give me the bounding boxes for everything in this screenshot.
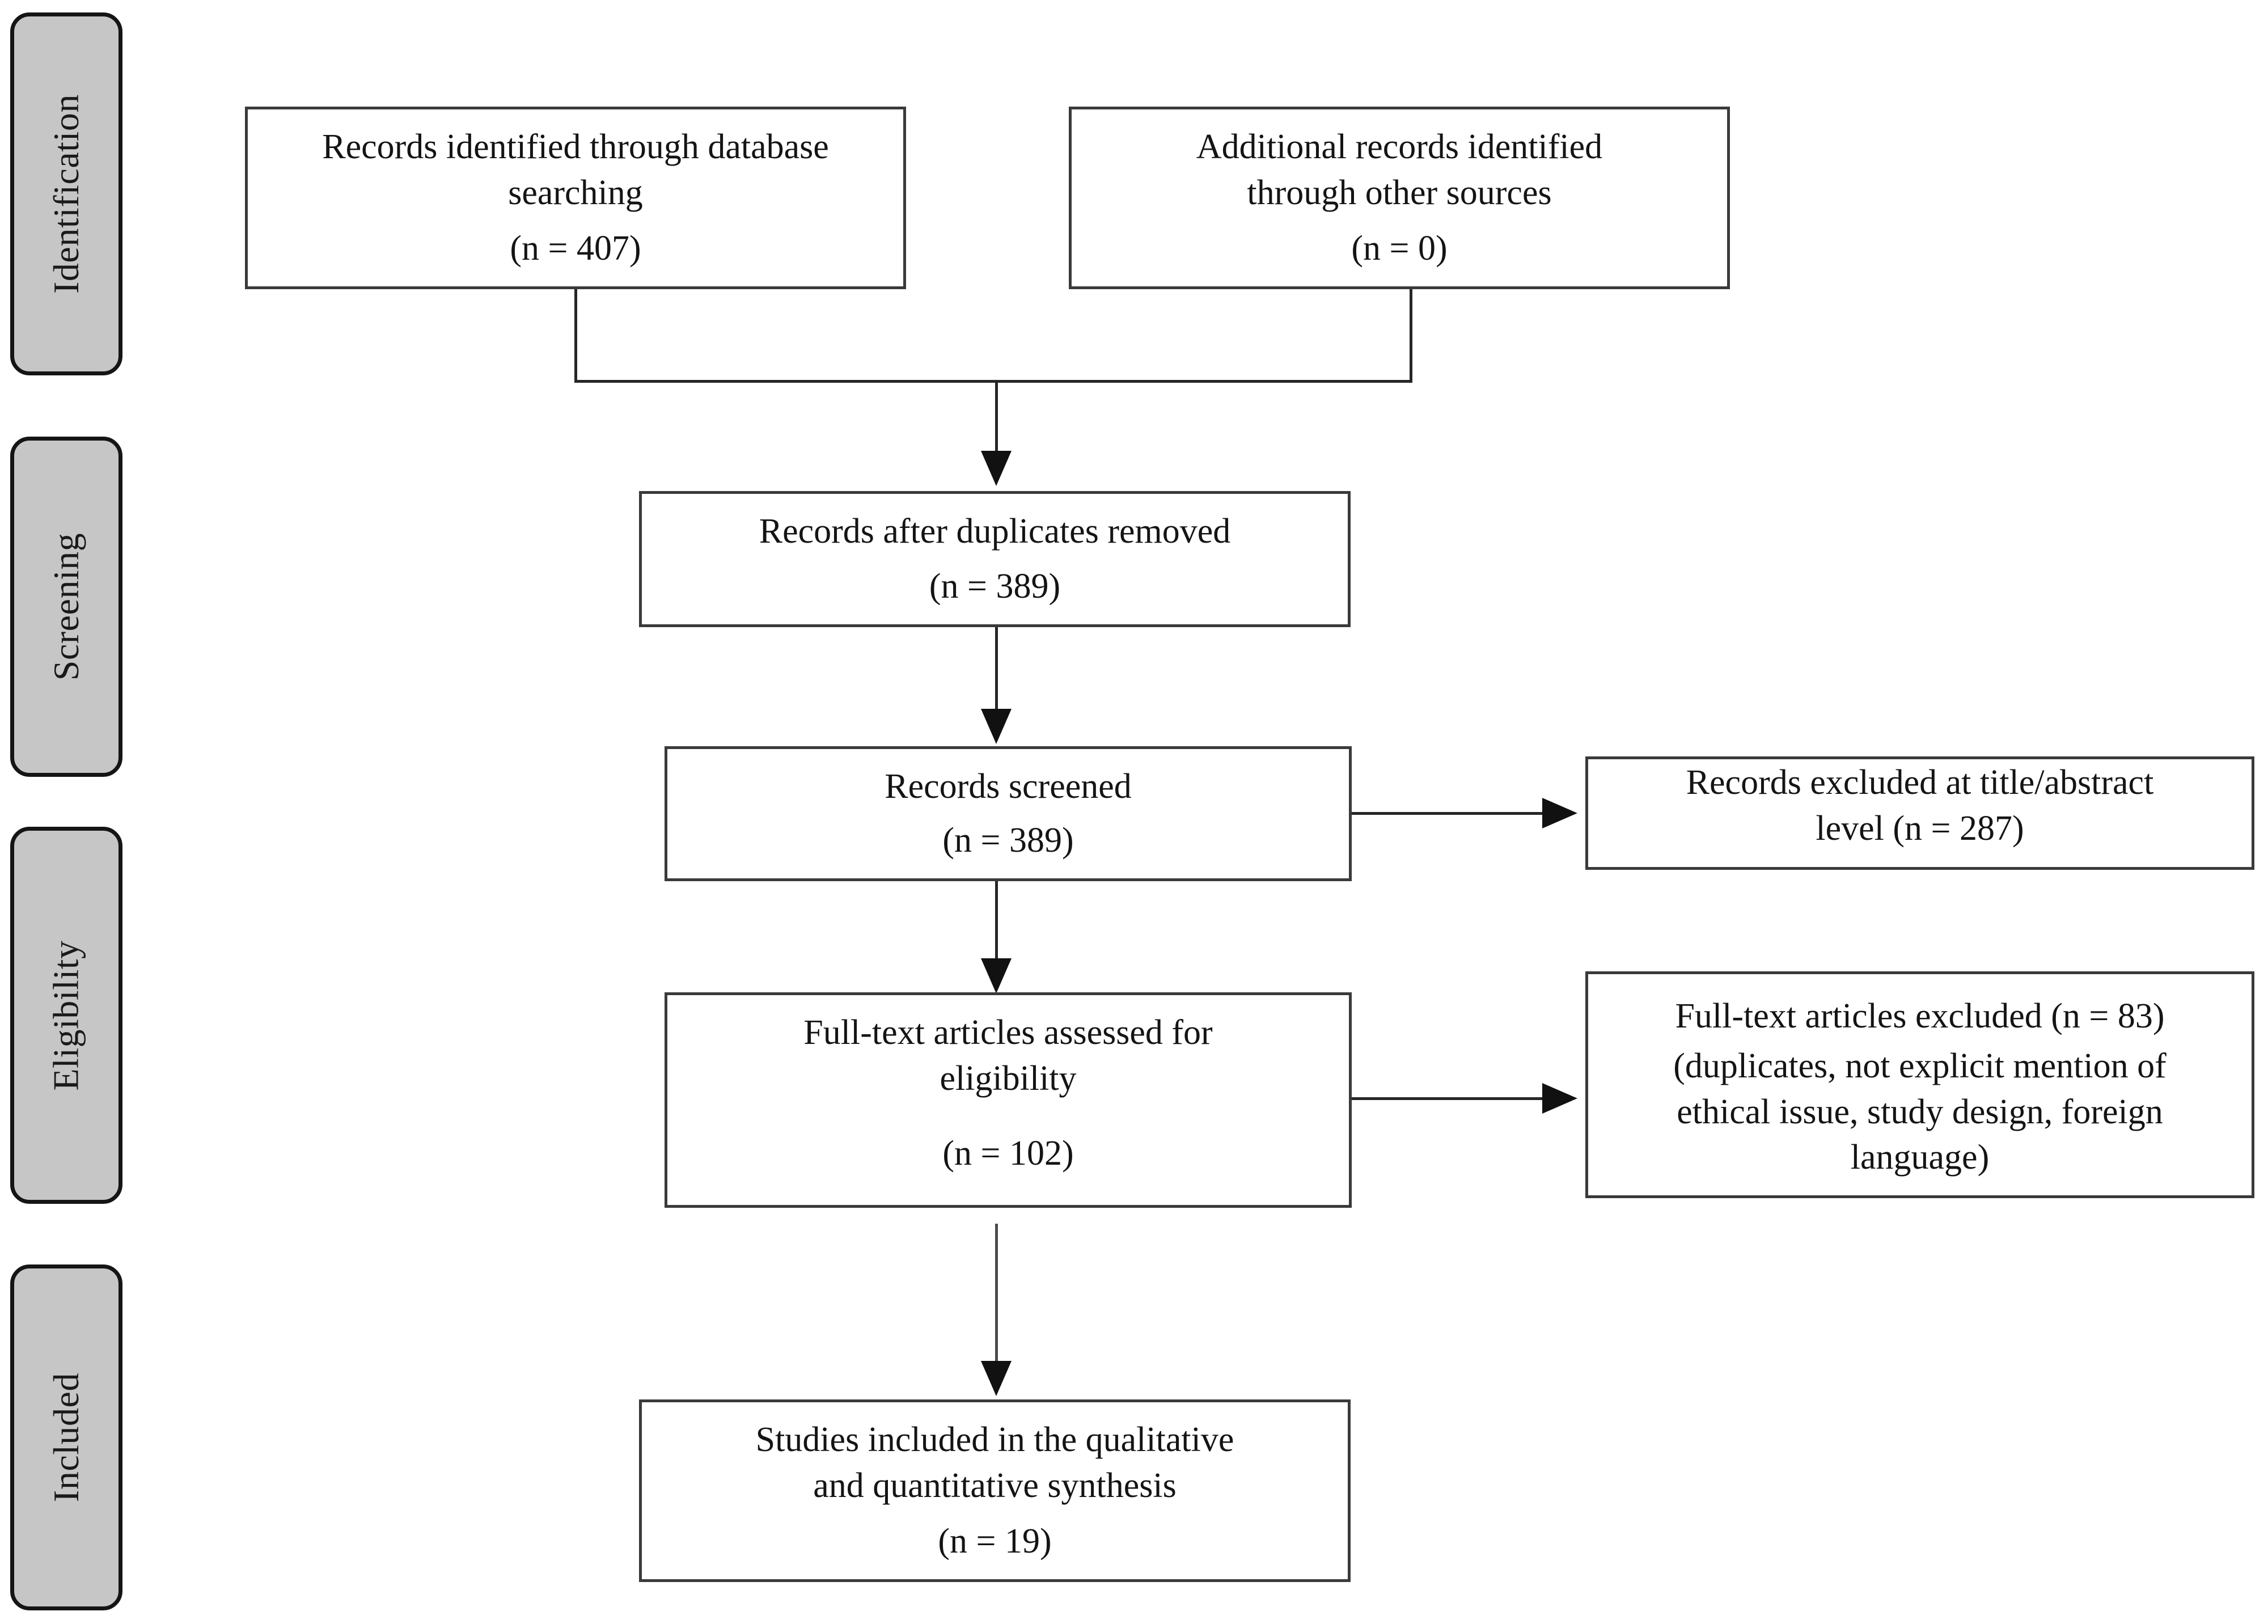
records-screened-line-1: Records screened [885,767,1132,806]
studies-included-line-2: and quantitative synthesis [813,1466,1177,1505]
connector-other-sources-down [1410,289,1412,382]
stage-label-included-text: Included [46,1373,86,1502]
box-records-excluded-title-abstract: Records excluded at title/abstract level… [1585,756,2254,870]
box-studies-included: Studies included in the qualitative and … [639,1399,1351,1582]
connector-screened-to-excluded [1352,812,1545,815]
records-excluded-line-2: level (n = 287) [1816,809,2024,848]
duplicates-removed-line-1: Records after duplicates removed [759,512,1231,551]
stage-label-included: Included [10,1264,122,1610]
fulltext-assessed-line-1: Full-text articles assessed for [803,1013,1213,1052]
fulltext-excluded-line-4: language) [1850,1138,1990,1177]
records-excluded-line-1: Records excluded at title/abstract [1686,763,2154,802]
database-search-line-1: Records identified through database [322,128,829,166]
fulltext-excluded-line-3: ethical issue, study design, foreign [1677,1092,2163,1131]
other-sources-count: (n = 0) [1351,229,1448,268]
database-search-count: (n = 407) [510,229,641,268]
database-search-line-2: searching [508,173,643,212]
connector-duplicates-to-screened [995,627,998,712]
box-additional-records-other-sources: Additional records identified through ot… [1069,107,1730,289]
arrow-to-duplicates-removed [981,451,1012,486]
studies-included-count: (n = 19) [938,1522,1052,1561]
connector-fulltext-to-included [995,1224,998,1365]
stage-label-eligibility: Eligibility [10,827,122,1204]
stage-label-identification: Identification [10,12,122,375]
arrow-to-fulltext-assessed [981,958,1012,993]
connector-screened-to-fulltext [995,881,998,961]
fulltext-excluded-line-2: (duplicates, not explicit mention of [1673,1047,2167,1086]
stage-label-screening-text: Screening [46,532,86,681]
duplicates-removed-count: (n = 389) [929,567,1061,606]
records-screened-count: (n = 389) [942,821,1074,860]
box-fulltext-articles-assessed: Full-text articles assessed for eligibil… [665,992,1352,1208]
fulltext-assessed-line-2: eligibility [940,1059,1077,1098]
box-records-after-duplicates-removed: Records after duplicates removed (n = 38… [639,491,1351,627]
box-records-screened: Records screened (n = 389) [665,746,1352,881]
other-sources-line-2: through other sources [1247,173,1552,212]
other-sources-line-1: Additional records identified [1196,128,1603,166]
arrow-to-records-screened [981,709,1012,744]
connector-merge-down [995,380,998,454]
arrow-to-records-excluded [1542,798,1577,828]
fulltext-excluded-line-1: Full-text articles excluded (n = 83) [1675,997,2165,1035]
connector-merge-horizontal [574,380,1412,383]
connector-database-down [574,289,577,382]
studies-included-line-1: Studies included in the qualitative [755,1420,1234,1459]
stage-label-screening: Screening [10,437,122,777]
box-records-identified-database: Records identified through database sear… [245,107,906,289]
fulltext-assessed-count: (n = 102) [942,1134,1074,1173]
arrow-to-studies-included [981,1361,1012,1396]
arrow-to-fulltext-excluded [1542,1083,1577,1114]
stage-label-identification-text: Identification [46,94,86,294]
connector-fulltext-to-excluded [1352,1097,1545,1100]
stage-label-eligibility-text: Eligibility [46,940,86,1091]
box-fulltext-articles-excluded: Full-text articles excluded (n = 83) (du… [1585,971,2254,1198]
